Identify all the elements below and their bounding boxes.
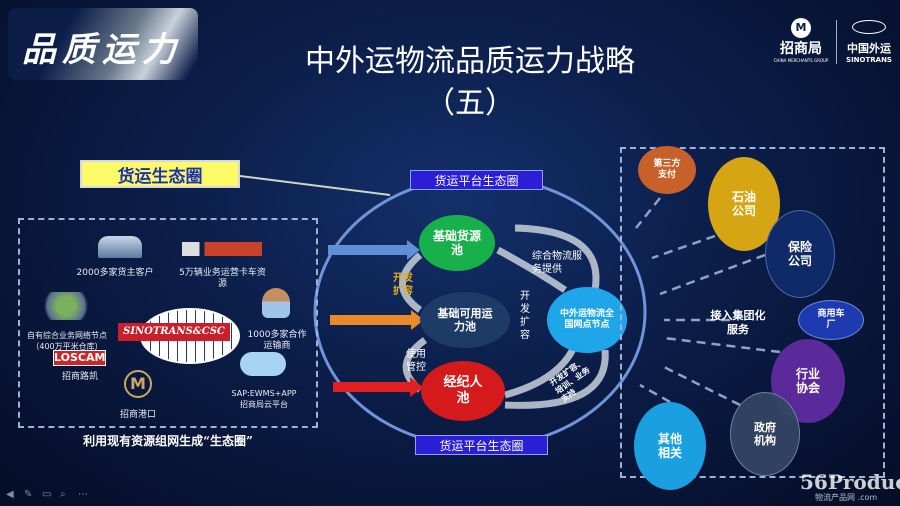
pool-capacity: 基础可用运力池 [420, 292, 510, 348]
item-cloud-platform: SAP:EWMS+APP 招商局云平台 [231, 389, 297, 409]
china-merchants-logo: M 招商局 CHINA MERCHANTS GROUP [770, 18, 832, 63]
pool-network-nodes: 中外运物流全国网点节点 [547, 287, 627, 353]
partners-panel [620, 147, 885, 478]
group-services-text: 接入集团化服务 [710, 309, 766, 336]
item-loscam: 招商路凯 [61, 372, 98, 382]
input-arrow-orange [330, 310, 424, 330]
bubble-insurance: 保险公司 [765, 210, 835, 298]
resources-panel [18, 218, 318, 428]
bubble-oil-company: 石油公司 [708, 157, 780, 251]
label-connector [239, 175, 391, 196]
pen-icon[interactable]: ✎ [24, 489, 33, 500]
sinotrans-csc-text: SINOTRANS&CSC [118, 323, 230, 341]
zoom-icon[interactable]: ⌕ [60, 489, 66, 500]
dashed-arrows [635, 197, 781, 407]
arc-arrow-6 [504, 349, 609, 409]
item-cm-port: 招商港口 [119, 410, 156, 420]
platform-tag-bottom: 货运平台生态圈 [415, 435, 548, 455]
item-carriers: 1000多家合作运输商 [247, 330, 307, 351]
watermark-sub: 物流产品网 .com [815, 493, 878, 502]
ecosystem-label: 货运生态圈 [80, 160, 240, 188]
truck-icon [182, 242, 262, 256]
item-network-nodes: 自有综合业务网络节点（400万平米仓库） [27, 331, 107, 351]
cm-name: 招商局 [780, 41, 822, 57]
note-use-control: 使用管控 [406, 349, 426, 373]
arc-arrow-1 [399, 252, 423, 313]
arc-arrow-4 [496, 246, 567, 293]
bubble-others: 其他相关 [634, 402, 706, 490]
cloud-icon [240, 352, 286, 376]
logo-divider [836, 20, 837, 64]
arc-arrow-5 [514, 224, 600, 291]
loscam-logo: LOSCAM [53, 350, 106, 366]
item-trucks: 5万辆业务运营卡车资源 [179, 268, 266, 289]
watermark-brand: 56Products [800, 470, 900, 494]
globe-icon [852, 20, 886, 34]
logo-left-text: 品质运力 [22, 30, 182, 70]
arc-arrow-3 [504, 343, 579, 399]
person-icon [262, 288, 290, 318]
platform-tag-top: 货运平台生态圈 [410, 170, 543, 190]
page-subtitle: （五） [425, 86, 515, 121]
sinotrans-logo: 中国外运 SINOTRANS [840, 20, 898, 64]
bubble-government: 政府机构 [730, 392, 800, 476]
bubble-vehicle-maker: 商用车厂 [798, 300, 864, 340]
note-expand-2: 开发扩容 [520, 291, 530, 341]
warehouse-icon [98, 236, 142, 258]
note-expand-1: 开发扩容 [393, 273, 413, 297]
bubble-third-party-payment: 第三方支付 [638, 146, 696, 194]
input-arrow-red [333, 377, 423, 397]
slides-icon[interactable]: ▭ [42, 489, 52, 500]
cm-port-logo: M [124, 370, 152, 398]
more-icon[interactable]: ⋯ [78, 489, 88, 500]
network-icon [38, 292, 94, 320]
sinotrans-en: SINOTRANS [846, 56, 892, 64]
prev-slide-icon[interactable]: ◀ [6, 489, 14, 500]
cycle-arrows [399, 224, 609, 409]
pool-broker: 经纪人池 [421, 361, 505, 421]
resources-caption: 利用现有资源组网生成“生态圈” [83, 434, 253, 448]
item-shippers: 2000多家货主客户 [76, 268, 154, 278]
sinotrans-cn: 中国外运 [847, 42, 891, 55]
page-title: 中外运物流品质运力战略 [305, 44, 635, 79]
note-logistics-services: 综合物流服务提供 [532, 251, 582, 275]
pool-cargo: 基础货源池 [419, 215, 495, 271]
cm-emblem-icon: M [791, 18, 811, 38]
input-arrow-blue [328, 240, 420, 260]
logo-left: 品质运力 [8, 8, 198, 80]
cm-name-en: CHINA MERCHANTS GROUP [773, 58, 829, 63]
